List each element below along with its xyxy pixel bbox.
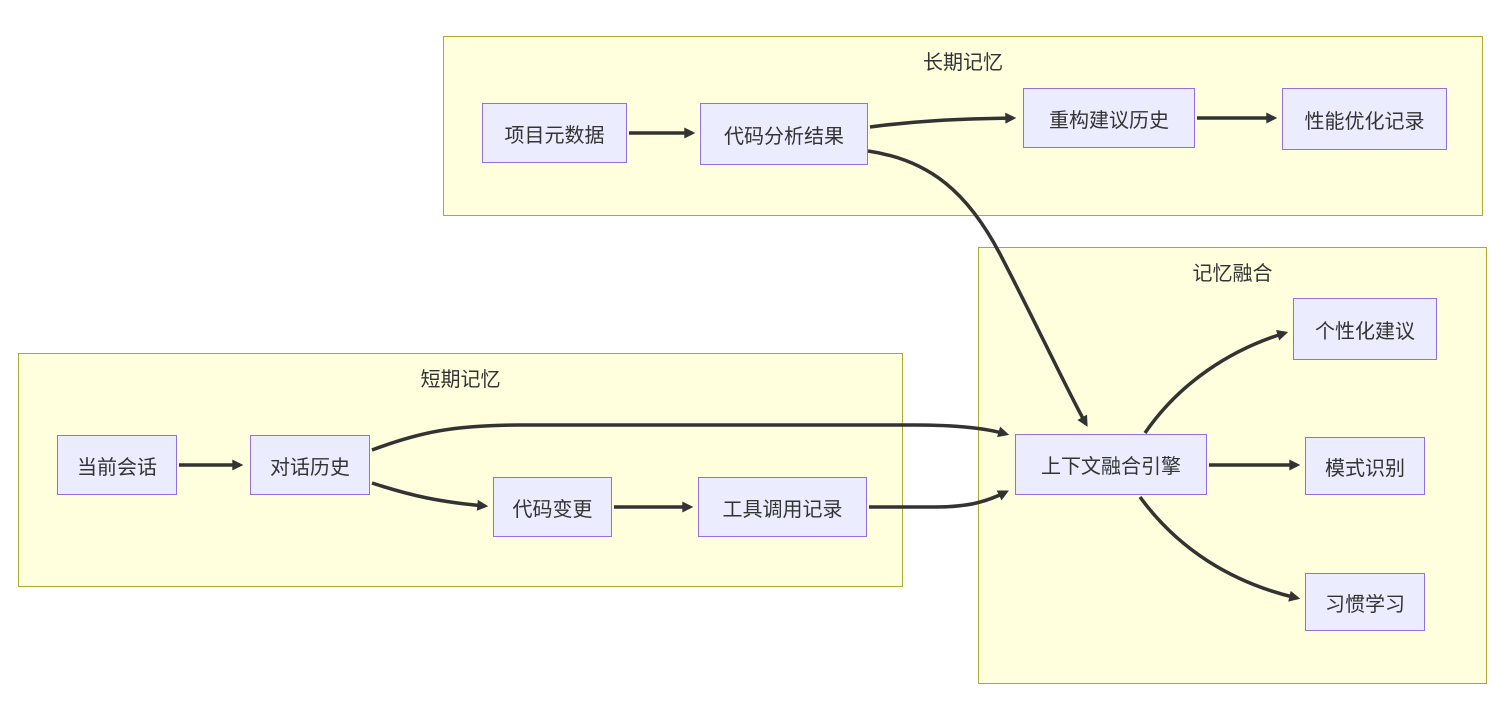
edge-tool-call-records-to-context-fusion-engine <box>869 490 1009 509</box>
cluster-memory-fusion-title: 记忆融合 <box>1192 263 1273 285</box>
node-context-fusion-engine: 上下文融合引擎 <box>1015 434 1207 495</box>
node-project-metadata-label: 项目元数据 <box>504 124 605 147</box>
node-dialogue-history-label: 对话历史 <box>270 456 350 479</box>
node-personalized-suggestions-label: 个性化建议 <box>1315 320 1415 343</box>
node-dialogue-history: 对话历史 <box>250 435 370 495</box>
edge-code-analysis-to-refactor-history <box>869 112 1017 129</box>
edge-context-fusion-engine-to-personalized-suggestions <box>1143 329 1289 434</box>
cluster-short-term-memory-title: 短期记忆 <box>420 369 501 391</box>
node-project-metadata: 项目元数据 <box>482 103 627 163</box>
edge-code-analysis-to-context-fusion-engine <box>867 149 1088 427</box>
edge-dialogue-history-to-code-changes <box>371 481 489 511</box>
edge-dialogue-history-to-context-fusion-engine <box>371 423 1010 452</box>
node-refactor-suggestion-history: 重构建议历史 <box>1023 88 1195 148</box>
node-code-analysis-result-label: 代码分析结果 <box>724 125 844 148</box>
node-tool-call-records: 工具调用记录 <box>698 477 867 537</box>
node-context-fusion-engine-label: 上下文融合引擎 <box>1041 456 1181 478</box>
cluster-long-term-memory-title: 长期记忆 <box>923 52 1003 74</box>
node-habit-learning-label: 习惯学习 <box>1325 593 1405 616</box>
node-current-session-label: 当前会话 <box>77 456 157 479</box>
node-tool-call-records-label: 工具调用记录 <box>722 498 843 521</box>
node-habit-learning: 习惯学习 <box>1305 573 1425 631</box>
node-code-changes: 代码变更 <box>493 477 612 537</box>
node-code-changes-label: 代码变更 <box>512 498 593 521</box>
node-code-analysis-result: 代码分析结果 <box>700 103 868 165</box>
node-performance-opt-records: 性能优化记录 <box>1282 88 1447 150</box>
node-refactor-suggestion-history-label: 重构建议历史 <box>1049 109 1169 132</box>
node-personalized-suggestions: 个性化建议 <box>1293 298 1437 360</box>
node-performance-opt-records-label: 性能优化记录 <box>1304 110 1425 133</box>
node-pattern-recognition: 模式识别 <box>1305 437 1425 495</box>
node-pattern-recognition-label: 模式识别 <box>1325 457 1405 480</box>
node-current-session: 当前会话 <box>57 435 177 495</box>
edge-context-fusion-engine-to-habit-learning <box>1138 495 1301 602</box>
